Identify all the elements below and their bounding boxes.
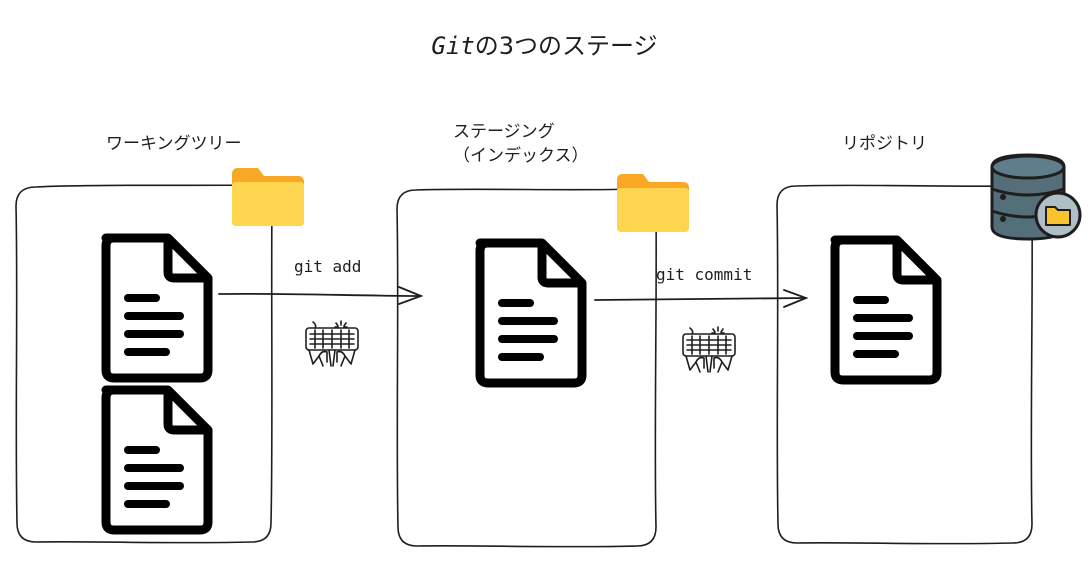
keyboard-typing-icon (682, 326, 736, 373)
document-icon (835, 240, 937, 380)
document-icon (480, 243, 582, 383)
diagram-title: Gitの3つのステージ (0, 26, 1089, 61)
folder-icon (232, 168, 304, 226)
database-icon (990, 153, 1082, 241)
stage-label-staging: ステージング （インデックス） (453, 120, 589, 168)
stage-label-working-tree: ワーキングツリー (106, 134, 242, 154)
title-suffix: の3つのステージ (474, 32, 658, 60)
document-icon (106, 238, 208, 378)
arrow-git-add (218, 286, 424, 305)
stage-label-staging-line1: ステージング (453, 122, 555, 142)
command-git-add: git add (294, 257, 362, 276)
folder-icon (617, 174, 689, 232)
document-icon (106, 390, 208, 530)
arrow-git-commit (594, 289, 809, 308)
title-prefix: Git (431, 32, 475, 60)
stage-label-staging-line2: （インデックス） (453, 146, 589, 166)
stage-label-repository: リポジトリ (842, 134, 927, 154)
command-git-commit: git commit (656, 265, 753, 284)
keyboard-typing-icon (305, 320, 359, 367)
